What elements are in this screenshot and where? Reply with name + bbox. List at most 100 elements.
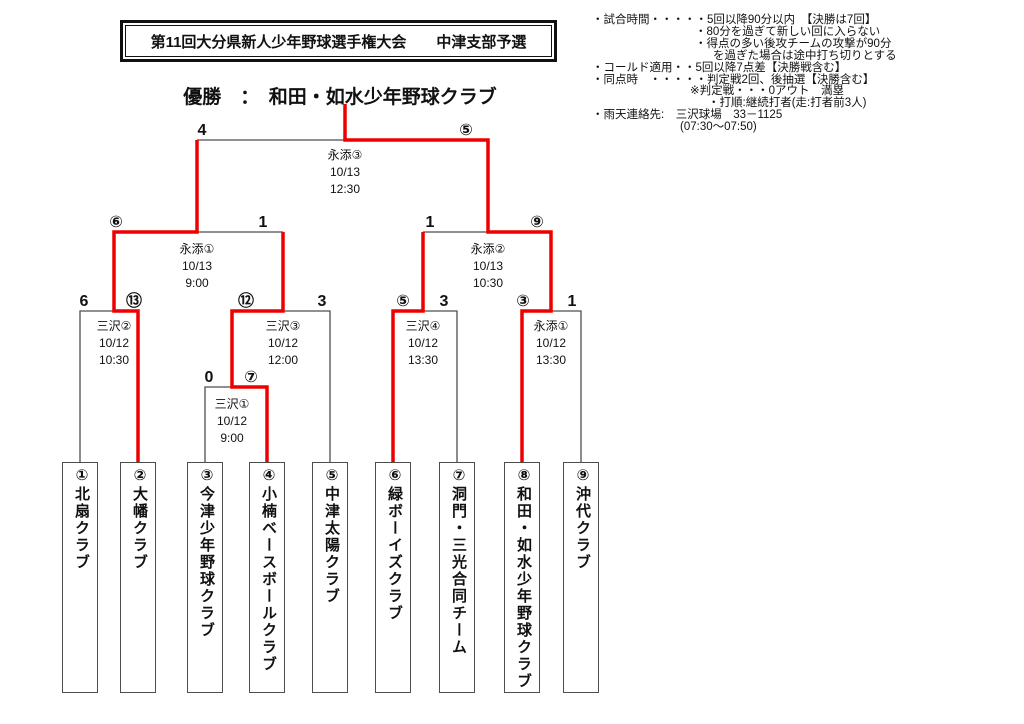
score-misawa3-left: ⑫ [237, 293, 255, 310]
match-label: 三沢④ [405, 319, 441, 333]
match-info-misawa-1: 三沢① 10/12 9:00 [187, 396, 277, 447]
winner-path-team-6 [391, 232, 425, 462]
score-sfright-right: ⑨ [530, 214, 544, 231]
team-seed: ① [73, 466, 90, 486]
score-misawa1-right: ⑦ [244, 369, 258, 386]
tournament-title: 第11回大分県新人少年野球選手権大会 中津支部予選 [150, 33, 527, 51]
path-team-5 [283, 310, 331, 462]
path-team-3 [204, 386, 232, 462]
note-line: ※判定戦・・・0アウト 満塁 [690, 85, 845, 98]
loser-paths [79, 139, 582, 462]
note-line: ・雨天連絡先: 三沢球場 33－1125 [592, 109, 783, 122]
winner-paths [112, 104, 553, 462]
match-time: 10:30 [472, 276, 504, 290]
score-misawa3-right: 3 [317, 293, 327, 310]
team-name: 和田・如水少年野球クラブ [515, 486, 532, 690]
team-box-1: ①北扇クラブ [62, 462, 98, 693]
winner-path-team-2 [112, 140, 199, 462]
team-box-3: ③今津少年野球クラブ [187, 462, 223, 693]
team-box-5: ⑤中津太陽クラブ [312, 462, 348, 693]
match-info-nagazoe-1-round1: 永添① 10/12 13:30 [506, 318, 596, 369]
match-time: 12:30 [329, 182, 361, 196]
team-box-8: ⑧和田・如水少年野球クラブ [504, 462, 540, 693]
match-label: 三沢① [214, 397, 250, 411]
team-name: 緑ボーイズクラブ [386, 486, 403, 622]
match-date: 10/12 [98, 336, 130, 350]
team-name: 沖代クラブ [574, 486, 591, 571]
match-time: 12:00 [267, 353, 299, 367]
match-time: 13:30 [407, 353, 439, 367]
team-name: 大幡クラブ [131, 486, 148, 571]
team-name: 北扇クラブ [73, 486, 90, 571]
winner-path-team-8-champion [343, 104, 553, 462]
match-date: 10/12 [216, 414, 248, 428]
match-time: 13:30 [535, 353, 567, 367]
match-label: 三沢② [96, 319, 132, 333]
match-time: 10:30 [98, 353, 130, 367]
team-seed: ② [131, 466, 148, 486]
team-seed: ⑥ [386, 466, 403, 486]
match-date: 10/13 [181, 259, 213, 273]
team-seed: ⑤ [323, 466, 340, 486]
note-line: を過ぎた場合は途中打ち切りとする [713, 49, 897, 62]
score-final-right: ⑤ [459, 122, 473, 139]
match-date: 10/13 [329, 165, 361, 179]
match-date: 10/12 [535, 336, 567, 350]
note-line: ・打順:継続打者(走:打者前3人) [708, 97, 867, 110]
note-line: ・得点の多い後攻チームの攻撃が90分 [695, 37, 892, 50]
team-seed: ③ [198, 466, 215, 486]
score-sfright-left: 1 [425, 214, 435, 231]
team-box-7: ⑦洞門・三光合同チーム [439, 462, 475, 693]
match-info-final: 永添③ 10/13 12:30 [300, 147, 390, 198]
match-date: 10/13 [472, 259, 504, 273]
team-seed: ⑦ [450, 466, 467, 486]
path-team-7 [423, 310, 458, 462]
team-name: 今津少年野球クラブ [198, 486, 215, 639]
note-line: ・80分を過ぎて新しい回に入らない [695, 25, 881, 38]
match-time: 9:00 [220, 431, 244, 445]
team-box-9: ⑨沖代クラブ [563, 462, 599, 693]
match-info-misawa-2: 三沢② 10/12 10:30 [69, 318, 159, 369]
score-nagazoe1-left: ③ [516, 293, 530, 310]
score-misawa4-left: ⑤ [396, 293, 410, 310]
team-seed: ⑧ [515, 466, 532, 486]
match-label: 永添② [470, 242, 506, 256]
team-name: 中津太陽クラブ [323, 486, 340, 605]
note-line: (07:30～07:50) [680, 121, 757, 134]
match-label: 永添① [179, 242, 215, 256]
path-team-1 [79, 310, 114, 462]
match-info-misawa-3: 三沢③ 10/12 12:00 [238, 318, 328, 369]
score-misawa2-left: 6 [79, 293, 89, 310]
score-sfleft-right: 1 [258, 214, 268, 231]
match-label: 永添③ [327, 148, 363, 162]
score-misawa4-right: 3 [439, 293, 449, 310]
match-info-semifinal-right: 永添② 10/13 10:30 [443, 241, 533, 292]
team-box-2: ②大幡クラブ [120, 462, 156, 693]
score-misawa2-right: ⑬ [125, 293, 143, 310]
match-label: 三沢③ [265, 319, 301, 333]
score-sfleft-left: ⑥ [109, 214, 123, 231]
winner-path-team-4 [230, 232, 285, 462]
rules-notes: ・試合時間・・・・・5回以降90分以内 【決勝は7回】 ・80分を過ぎて新しい回… [592, 14, 1022, 134]
match-time: 9:00 [185, 276, 209, 290]
note-line: ・同点時 ・・・・・判定戦2回、後抽選【決勝含む】 [592, 73, 875, 86]
team-seed: ⑨ [574, 466, 591, 486]
match-label: 永添① [533, 319, 569, 333]
score-final-left: 4 [197, 122, 207, 139]
team-box-6: ⑥緑ボーイズクラブ [375, 462, 411, 693]
team-box-4: ④小楠ベースボールクラブ [249, 462, 285, 693]
note-line: ・コールド適用・・5回以降7点差【決勝戦含む】 [592, 61, 847, 74]
match-info-semifinal-left: 永添① 10/13 9:00 [152, 241, 242, 292]
path-team-9 [551, 310, 582, 462]
team-seed: ④ [260, 466, 277, 486]
team-name: 小楠ベースボールクラブ [260, 486, 277, 673]
match-date: 10/12 [267, 336, 299, 350]
match-date: 10/12 [407, 336, 439, 350]
note-line: ・試合時間・・・・・5回以降90分以内 【決勝は7回】 [592, 14, 877, 26]
score-misawa1-left: 0 [204, 369, 214, 386]
match-info-misawa-4: 三沢④ 10/12 13:30 [378, 318, 468, 369]
champion-line: 優勝 ： 和田・如水少年野球クラブ [183, 87, 497, 108]
team-name: 洞門・三光合同チーム [450, 486, 467, 656]
